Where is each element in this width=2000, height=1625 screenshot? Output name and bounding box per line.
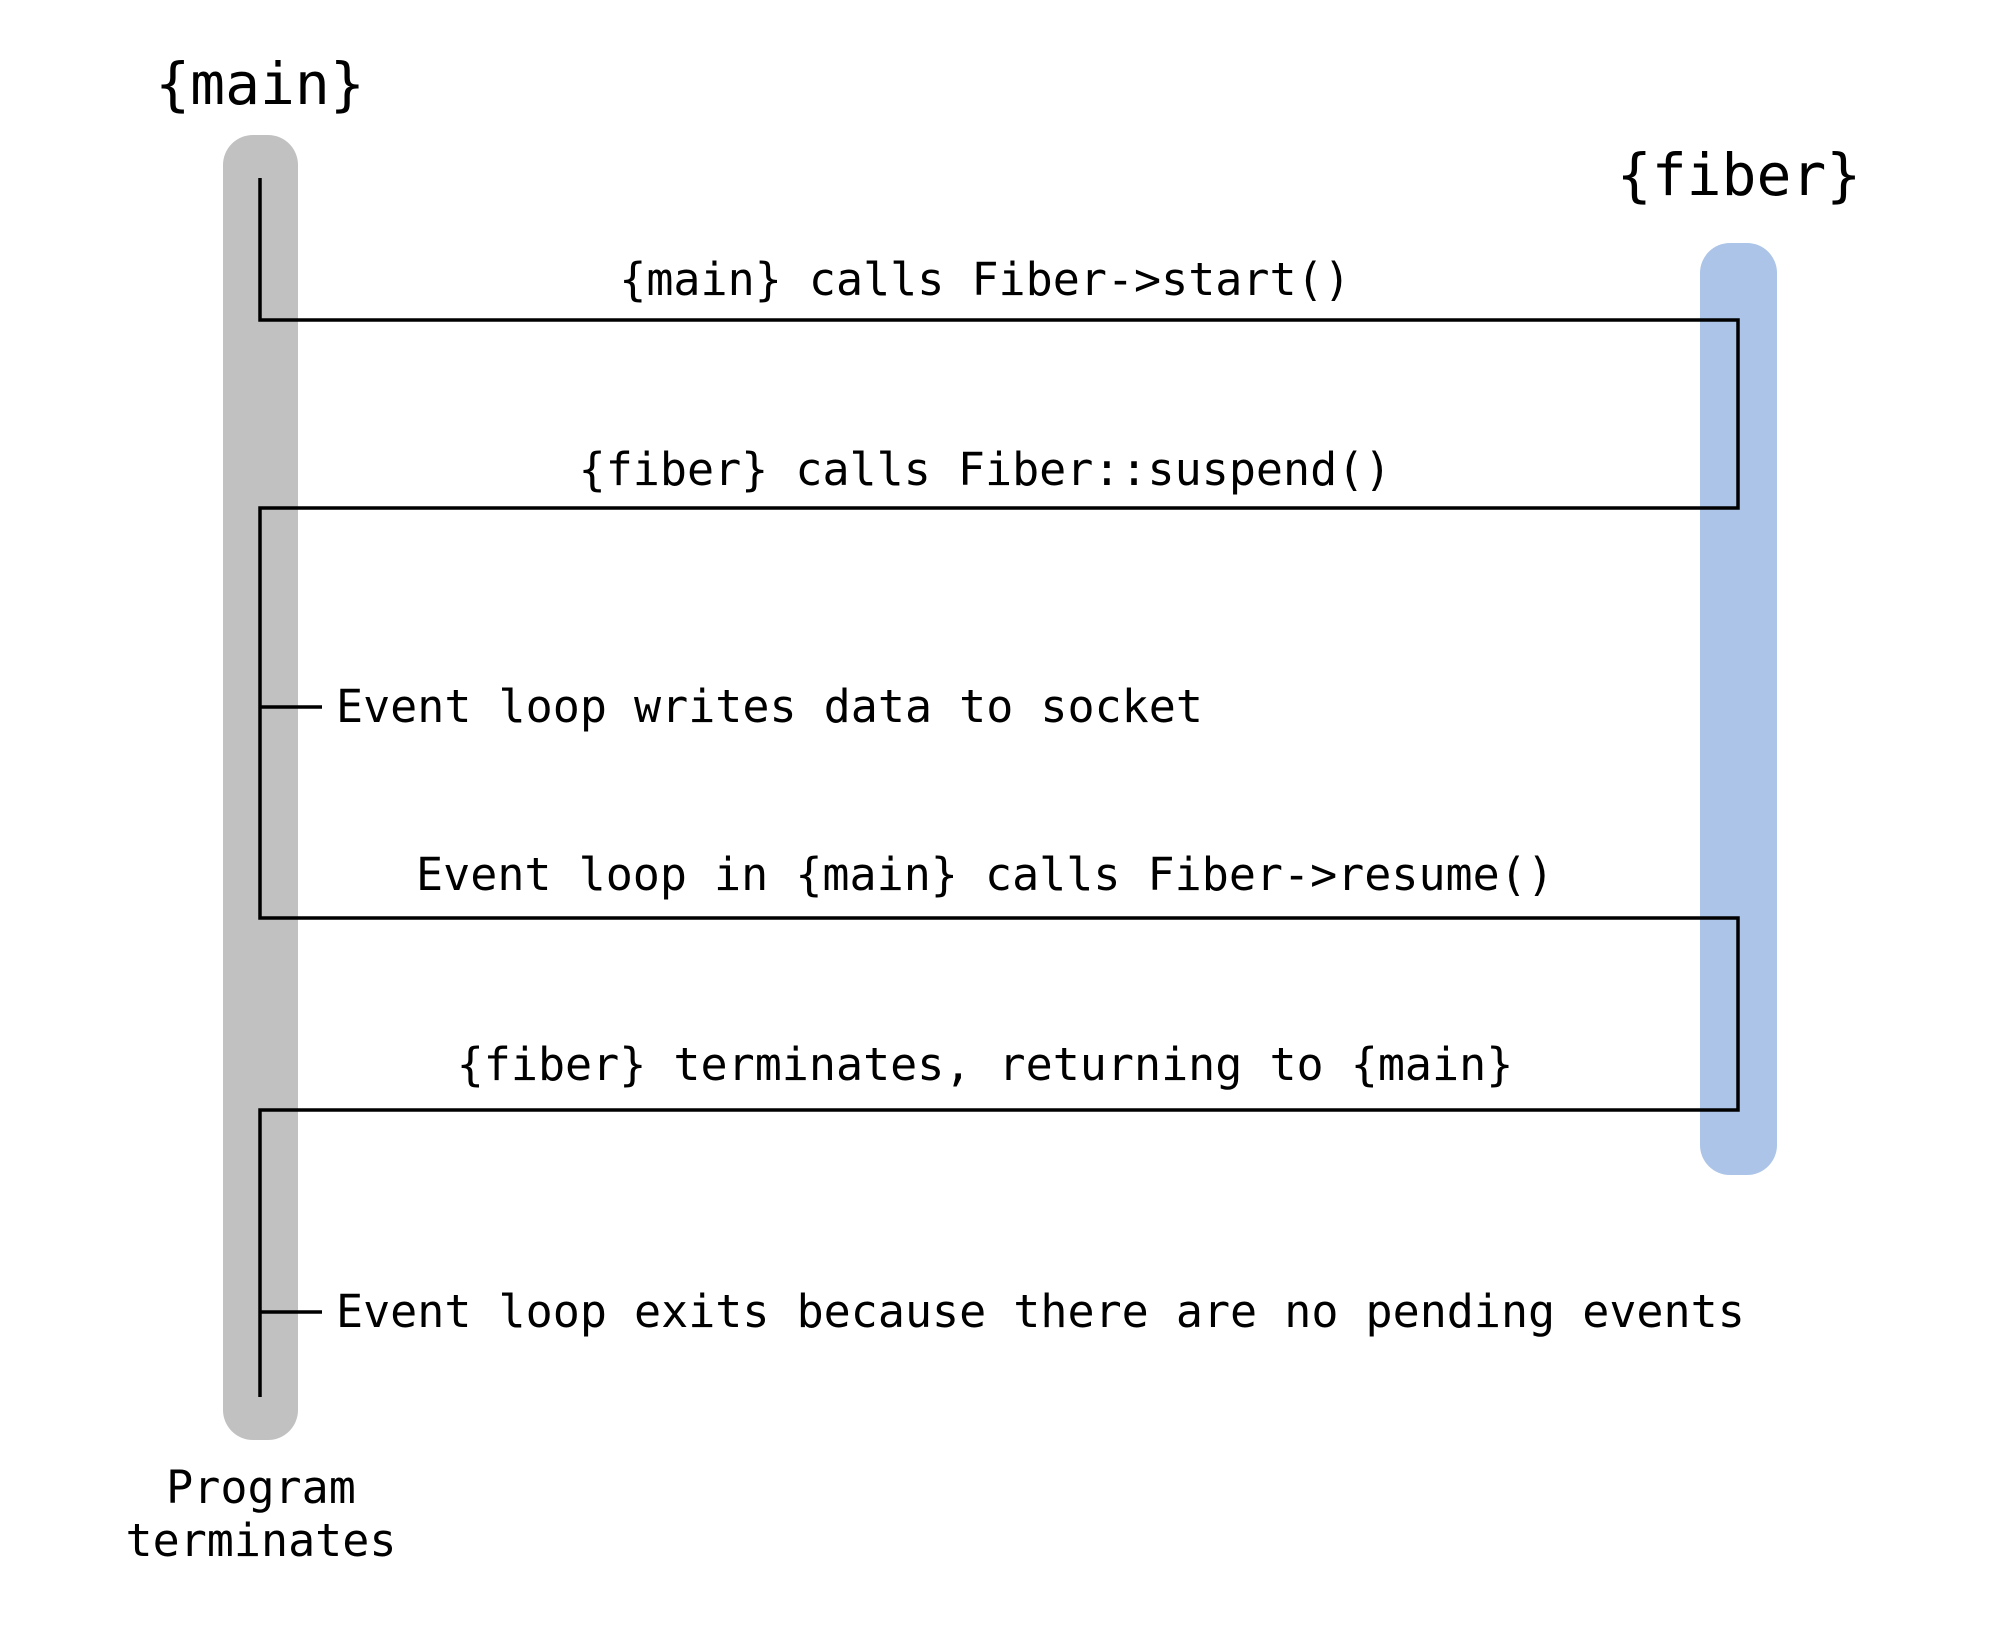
note-socket-write: Event loop writes data to socket — [336, 680, 1203, 733]
main-lifeline-bar — [223, 135, 298, 1440]
fiber-lifeline-bar — [1700, 243, 1777, 1175]
message-suspend-call: {fiber} calls Fiber::suspend() — [578, 443, 1392, 496]
note-loop-exit: Event loop exits because there are no pe… — [336, 1285, 1745, 1338]
message-start-call: {main} calls Fiber->start() — [619, 253, 1351, 306]
main-lifeline-label: {main} — [155, 50, 365, 118]
fiber-lifeline-label: {fiber} — [1616, 141, 1862, 209]
control-flow-line — [258, 178, 1740, 1397]
message-resume-call: Event loop in {main} calls Fiber->resume… — [416, 848, 1554, 901]
program-terminates-label: Program terminates — [125, 1461, 397, 1567]
message-terminate-return: {fiber} terminates, returning to {main} — [456, 1038, 1514, 1091]
